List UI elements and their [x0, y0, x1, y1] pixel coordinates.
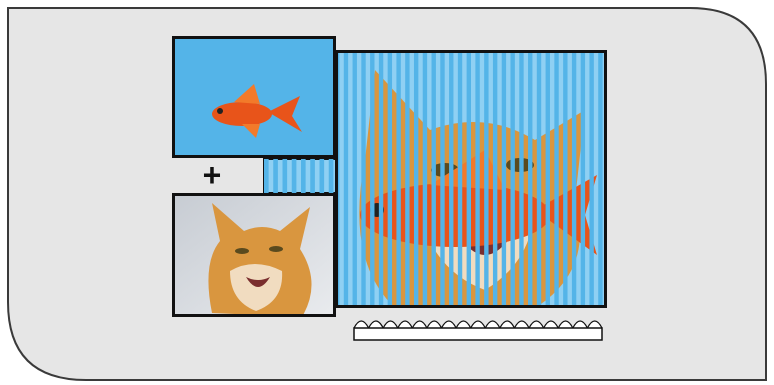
interlace-stripe — [423, 50, 427, 308]
interlace-stripe — [353, 50, 357, 308]
interlace-stripe — [493, 50, 497, 308]
interlace-stripe — [370, 50, 374, 308]
strip-stripe — [329, 159, 334, 193]
interlace-stripe — [432, 50, 436, 308]
lenslet — [398, 321, 413, 328]
interlace-stripe — [528, 50, 532, 308]
lenslet — [427, 321, 442, 328]
interlace-stripe — [458, 50, 462, 308]
lenslet — [383, 321, 398, 328]
interlace-stripe — [361, 50, 365, 308]
interlace-strip — [263, 158, 339, 194]
lenslet — [471, 321, 486, 328]
interlace-stripe — [502, 50, 506, 308]
interlace-stripe — [572, 50, 576, 308]
interlace-stripe — [467, 50, 471, 308]
interlace-stripe — [484, 50, 488, 308]
strip-stripe — [292, 159, 297, 193]
interlace-stripe — [414, 50, 418, 308]
lenslet — [354, 321, 369, 328]
strip-stripe — [264, 159, 269, 193]
strip-stripe — [283, 159, 288, 193]
interlace-stripe — [388, 50, 392, 308]
lenslet — [573, 321, 588, 328]
lenslet — [514, 321, 529, 328]
strip-stripe — [320, 159, 325, 193]
lenslet — [544, 321, 559, 328]
lenslet — [369, 321, 384, 328]
interlace-stripe — [344, 50, 348, 308]
strip-stripe — [301, 159, 306, 193]
interlace-stripe — [581, 50, 585, 308]
plus-sign: + — [200, 160, 224, 190]
interlace-stripe — [475, 50, 479, 308]
lenslet — [412, 321, 427, 328]
lenslet — [587, 321, 602, 328]
interlace-stripe — [440, 50, 444, 308]
interlace-stripe — [554, 50, 558, 308]
lenslet — [456, 321, 471, 328]
interlace-stripe — [519, 50, 523, 308]
interlace-stripe — [563, 50, 567, 308]
strip-stripe — [273, 159, 278, 193]
interlace-stripe — [396, 50, 400, 308]
lenslet — [529, 321, 544, 328]
interlace-stripe — [449, 50, 453, 308]
composite-image — [335, 50, 607, 308]
orange-cat-photo-icon — [172, 193, 336, 317]
lenticular-lens-sheet-icon — [350, 314, 606, 344]
lenslet — [485, 321, 500, 328]
interlace-stripe — [589, 50, 593, 308]
interlace-stripe — [546, 50, 550, 308]
interlace-stripe — [379, 50, 383, 308]
interlace-stripe — [537, 50, 541, 308]
goldfish-photo-icon — [172, 36, 336, 158]
interlace-stripe — [598, 50, 602, 308]
interlace-stripe — [405, 50, 409, 308]
lenslet — [442, 321, 457, 328]
interlace-stripe — [510, 50, 514, 308]
lenslet — [500, 321, 515, 328]
lenslet — [558, 321, 573, 328]
strip-stripe — [310, 159, 315, 193]
